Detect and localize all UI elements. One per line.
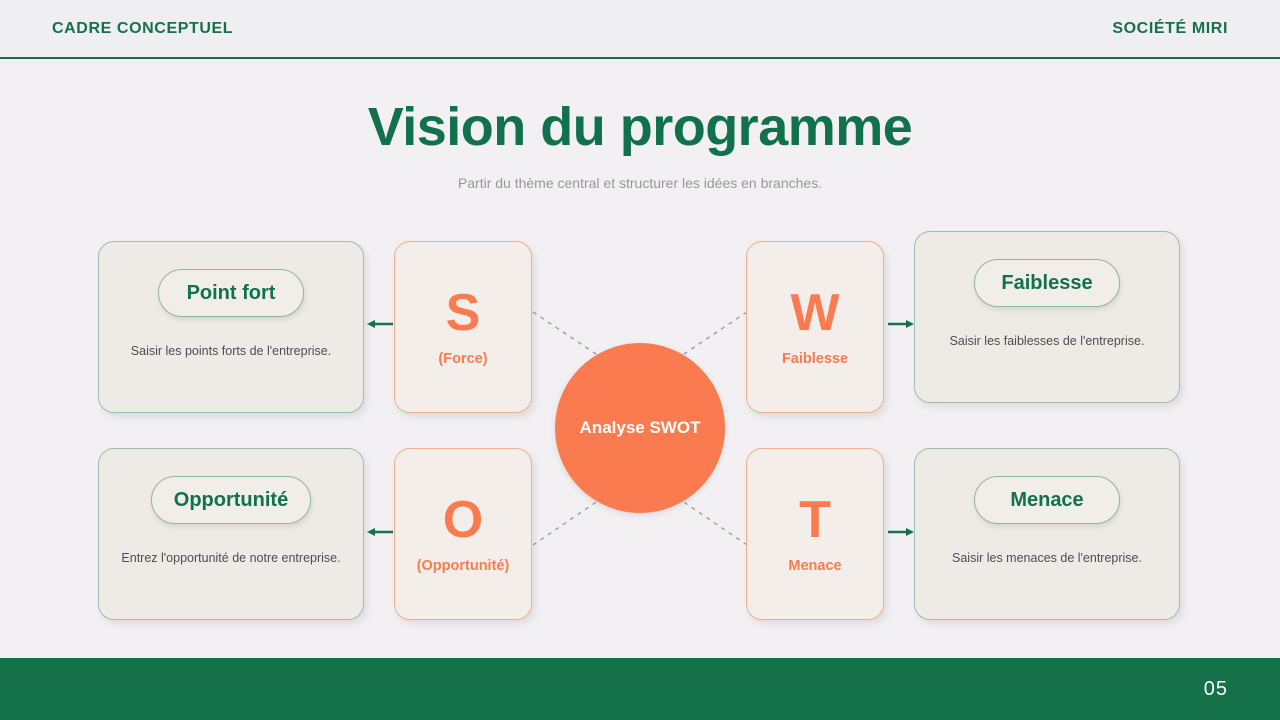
letter-glyph-s: S	[445, 284, 481, 342]
arrow-left-strength	[367, 320, 393, 328]
letter-sub-s: (Force)	[438, 351, 488, 367]
page-title: Vision du programme	[367, 97, 913, 157]
detail-card-opportunity[interactable]: Opportunité Entrez l'opportunité de notr…	[98, 448, 364, 620]
arrow-right-threat	[888, 528, 914, 536]
pill-strength[interactable]: Point fort	[158, 269, 304, 317]
arrow-left-opportunity	[367, 528, 393, 536]
page-subtitle: Partir du thème central et structurer le…	[457, 175, 823, 191]
detail-desc-strength: Saisir les points forts de l'entreprise.	[130, 344, 332, 358]
pill-opportunity[interactable]: Opportunité	[150, 476, 312, 524]
page-footer: 05	[0, 658, 1280, 720]
letter-glyph-w: W	[790, 284, 840, 342]
detail-desc-opportunity: Entrez l'opportunité de notre entreprise…	[121, 551, 341, 565]
pill-weakness[interactable]: Faiblesse	[974, 259, 1120, 307]
detail-card-strength[interactable]: Point fort Saisir les points forts de l'…	[98, 241, 364, 413]
letter-glyph-t: T	[799, 491, 831, 549]
letter-sub-t: Menace	[788, 558, 842, 574]
letter-card-t[interactable]: T Menace	[746, 448, 884, 620]
page-number: 05	[1203, 677, 1228, 700]
letter-glyph-o: O	[442, 491, 484, 549]
swot-diagram: Point fort Saisir les points forts de l'…	[98, 231, 1180, 620]
letter-card-w[interactable]: W Faiblesse	[746, 241, 884, 413]
header-left-label: CADRE CONCEPTUEL	[52, 19, 234, 37]
letter-sub-o: (Opportunité)	[416, 558, 510, 574]
center-circle-swot[interactable]: Analyse SWOT	[555, 343, 725, 513]
pill-threat[interactable]: Menace	[974, 476, 1120, 524]
detail-card-weakness[interactable]: Faiblesse Saisir les faiblesses de l'ent…	[914, 231, 1180, 403]
letter-card-s[interactable]: S (Force)	[394, 241, 532, 413]
detail-desc-weakness: Saisir les faiblesses de l'entreprise.	[949, 334, 1145, 348]
header-right-label: SOCIÉTÉ MIRI	[1112, 19, 1228, 37]
page-header: CADRE CONCEPTUEL SOCIÉTÉ MIRI	[0, 0, 1280, 59]
letter-card-o[interactable]: O (Opportunité)	[394, 448, 532, 620]
detail-desc-threat: Saisir les menaces de l'entreprise.	[952, 551, 1142, 565]
detail-card-threat[interactable]: Menace Saisir les menaces de l'entrepris…	[914, 448, 1180, 620]
arrow-right-weakness	[888, 320, 914, 328]
letter-sub-w: Faiblesse	[781, 351, 849, 367]
